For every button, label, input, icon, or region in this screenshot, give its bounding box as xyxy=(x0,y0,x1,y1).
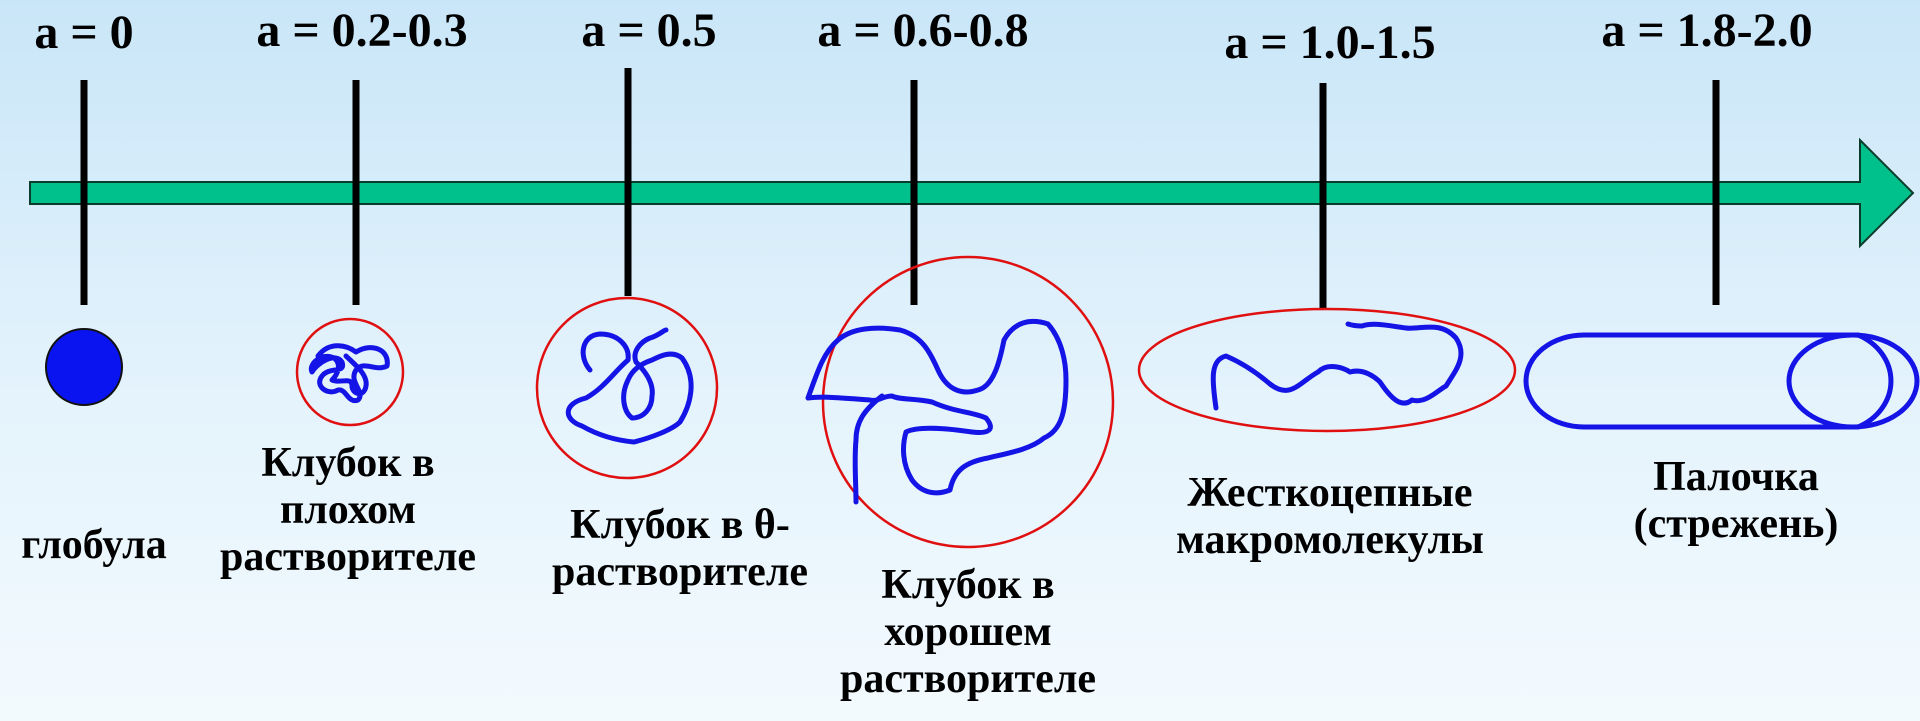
caption-poor-solvent-line-2: плохом xyxy=(220,487,476,534)
caption-good-solvent-line-2: хорошем xyxy=(840,609,1096,656)
caption-theta-solvent-line-1: Клубок в θ- xyxy=(552,502,808,549)
scale-label-a10: a = 1.0-1.5 xyxy=(1224,16,1435,70)
rod-end-cap xyxy=(1789,335,1917,427)
caption-rigid-chain-line-1: Жесткоцепные xyxy=(1176,470,1484,517)
poor-solvent-chain xyxy=(311,346,387,401)
theta-solvent-chain xyxy=(568,330,691,442)
caption-poor-solvent-line-3: растворителе xyxy=(220,534,476,581)
caption-globule: глобула xyxy=(21,522,166,569)
caption-good-solvent: Клубок в хорошем растворителе xyxy=(840,562,1096,703)
rigid-chain xyxy=(1213,324,1461,408)
scale-label-a18: a = 1.8-2.0 xyxy=(1601,4,1812,58)
caption-rigid-chain-line-2: макромолекулы xyxy=(1176,517,1484,564)
globule-sphere xyxy=(46,329,122,405)
scale-label-a06: a = 0.6-0.8 xyxy=(817,4,1028,58)
caption-theta-solvent: Клубок в θ- растворителе xyxy=(552,502,808,596)
caption-poor-solvent: Клубок в плохом растворителе xyxy=(220,440,476,581)
caption-rod: Палочка (стрежень) xyxy=(1634,454,1839,548)
good-solvent-chain xyxy=(808,321,1066,502)
scale-label-a0: a = 0 xyxy=(34,6,133,60)
caption-rod-line-1: Палочка xyxy=(1634,454,1839,501)
scale-arrow xyxy=(30,140,1913,246)
caption-good-solvent-line-1: Клубок в xyxy=(840,562,1096,609)
caption-theta-solvent-line-2: растворителе xyxy=(552,549,808,596)
caption-good-solvent-line-3: растворителе xyxy=(840,656,1096,703)
caption-rigid-chain: Жесткоцепные макромолекулы xyxy=(1176,470,1484,564)
caption-globule-line-1: глобула xyxy=(21,522,166,569)
scale-label-a02: a = 0.2-0.3 xyxy=(256,4,467,58)
rod-body xyxy=(1526,335,1891,427)
caption-rod-line-2: (стрежень) xyxy=(1634,501,1839,548)
scale-label-a05: a = 0.5 xyxy=(581,4,716,58)
caption-poor-solvent-line-1: Клубок в xyxy=(220,440,476,487)
